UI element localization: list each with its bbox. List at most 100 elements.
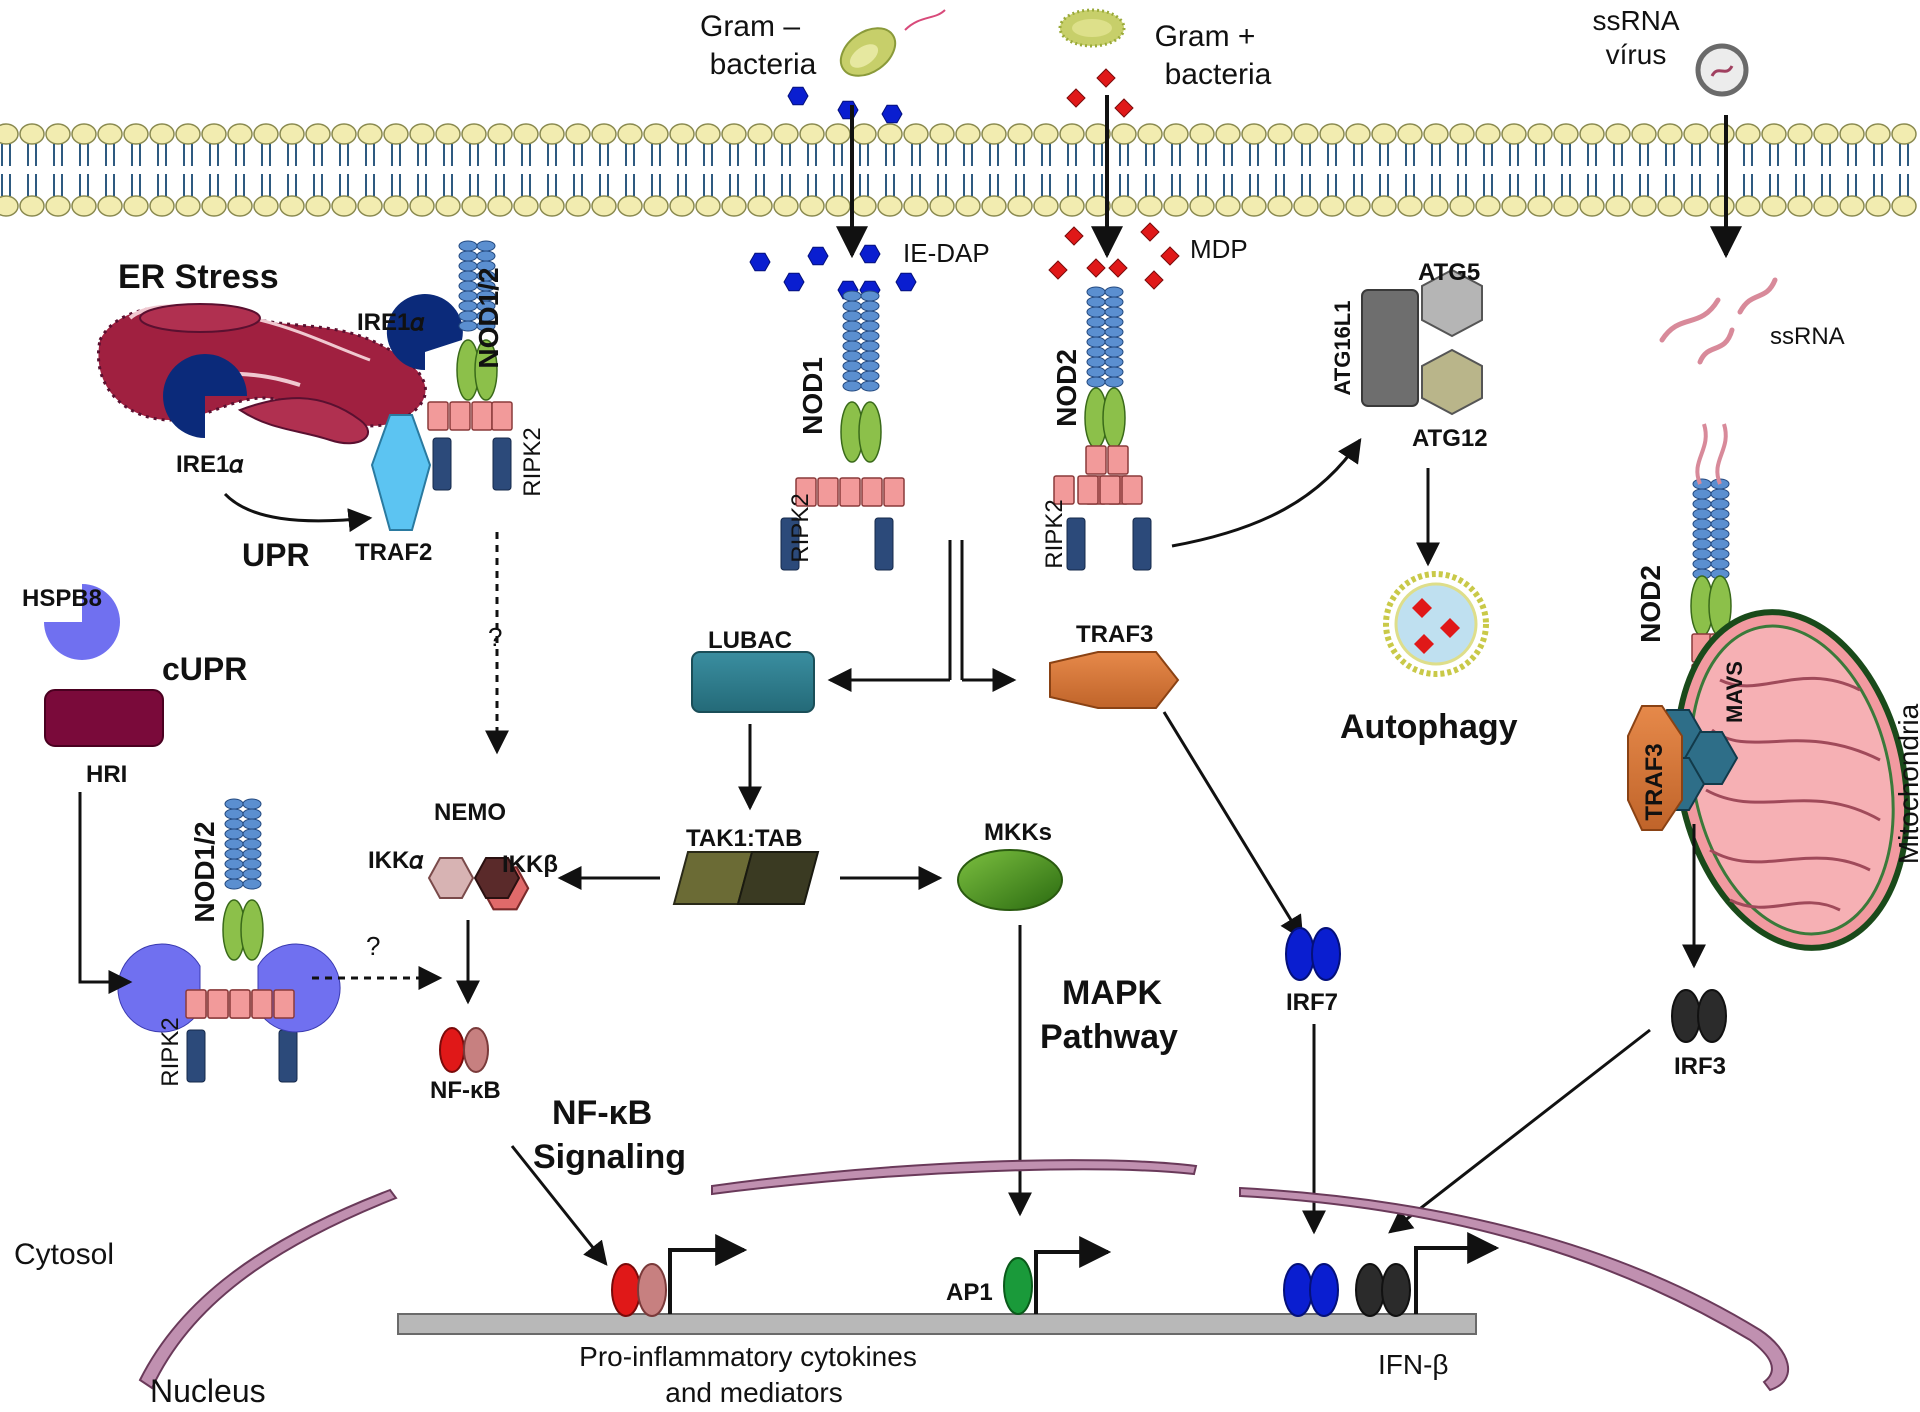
ire1a-bottom-label: IRE1𝛼 [176,451,243,478]
lipid-head-inner [1033,195,1059,217]
lipid-head-outer [1111,123,1137,145]
lipid-tail [1899,144,1909,196]
lipid-head-inner [1345,195,1371,217]
lipid-head-outer [903,123,929,145]
nod2-label: NOD2 [1051,349,1082,427]
lrr-domain [476,240,496,252]
lrr-domain [1692,498,1712,510]
ripk2-kinase-domain [1132,517,1152,571]
lrr-domain [224,798,244,810]
nod-domain [240,899,264,961]
lrr-domain [224,868,244,880]
er-stress-label: ER Stress [118,258,279,296]
ssrna-virus-label-2: vírus [1606,39,1667,70]
traf2-label: TRAF2 [355,539,432,566]
lrr-domain [1692,538,1712,550]
lrr-domain [476,250,496,262]
lipid-head-outer [279,123,305,145]
ripk2-kinase-domain [780,517,800,571]
lipid-head-inner [1163,195,1189,217]
lrr-domain [842,290,862,302]
ie-dap-ligand [881,104,903,124]
mdp-ligand [1066,88,1086,108]
lipid-head-outer [1267,123,1293,145]
lipid-head-outer [1475,123,1501,145]
lipid-tail [313,144,323,196]
atg12-shape [1421,348,1483,416]
lrr-domain [1710,538,1730,550]
lrr-domain [1104,356,1124,368]
lipid-tail [1223,144,1233,196]
lubac-label: LUBAC [708,627,792,654]
coccus-bacterium-icon [1058,8,1126,48]
nfkb-to-dna-arrow [510,1145,608,1266]
pro-inflammatory-label-2: and mediators [665,1377,842,1408]
card-domain [1077,475,1099,505]
lipid-head-outer [773,123,799,145]
lipid-head-outer [383,123,409,145]
ire1a-top-shape [386,294,463,371]
rod-bacterium-icon [839,9,946,77]
lipid-tail [27,144,37,196]
lipid-head-inner [773,195,799,217]
card-domain [883,477,905,507]
nod12-top-label: NOD1/2 [473,267,504,368]
ie-dap-ligand [837,100,859,120]
lipid-head-outer [799,123,825,145]
lipid-head-inner [1657,195,1683,217]
traf3-right-label: TRAF3 [1641,743,1668,820]
lipid-tail [573,144,583,196]
lipid-head-inner [123,195,149,217]
lrr-domain [1710,508,1730,520]
mdp-ligand [1048,260,1068,280]
lipid-tail [1197,144,1207,196]
lipid-head-inner [565,195,591,217]
ripk2-kinase-domain [874,517,894,571]
lipid-head-inner [279,195,305,217]
lipid-head-outer [1033,123,1059,145]
ire1a-bottom-shape [163,354,247,438]
irf3-right-shape [1697,989,1727,1043]
lipid-head-outer [825,123,851,145]
lipid-head-inner [1865,195,1891,217]
ikkb-shape [473,857,521,899]
lrr-domain [1104,286,1124,298]
lipid-tail [1119,144,1129,196]
lrr-domain [224,848,244,860]
lipid-tail [469,144,479,196]
lipid-head-inner [1475,195,1501,217]
lipid-head-outer [1241,123,1267,145]
dna-nfkb-p65-shape [611,1263,641,1317]
ie-dap-ligand [783,272,805,292]
tak1-tab-label: TAK1:TAB [686,825,802,852]
lipid-tail [1561,144,1571,196]
lipid-tail [1379,144,1389,196]
lipid-tail [1301,144,1311,196]
ie-dap-label: IE-DAP [903,238,990,268]
lipid-head-inner [643,195,669,217]
lipid-head-inner [435,195,461,217]
lipid-head-outer [1163,123,1189,145]
hspb8-complex-right [257,943,341,1033]
lrr-domain [1710,488,1730,500]
lipid-tail [53,144,63,196]
lipid-head-outer [1839,123,1865,145]
lrr-domain [224,828,244,840]
lrr-domain [860,350,880,362]
lrr-domain [1692,488,1712,500]
lipid-head-outer [565,123,591,145]
nod-domain [474,339,498,401]
mdp-ligand [1108,258,1128,278]
lipid-head-outer [1813,123,1839,145]
lipid-tail [1067,144,1077,196]
nfkb-signaling-label-2: Signaling [533,1138,686,1176]
lipid-tail [1613,144,1623,196]
lipid-tail [1873,144,1883,196]
ikkb-label: IKKβ [502,851,558,878]
card-domain [839,477,861,507]
traf2-shape [370,414,432,531]
lrr-domain [1710,548,1730,560]
lipid-head-outer [123,123,149,145]
atg16l1-label: ATG16L1 [1330,301,1355,396]
lipid-head-inner [1631,195,1657,217]
